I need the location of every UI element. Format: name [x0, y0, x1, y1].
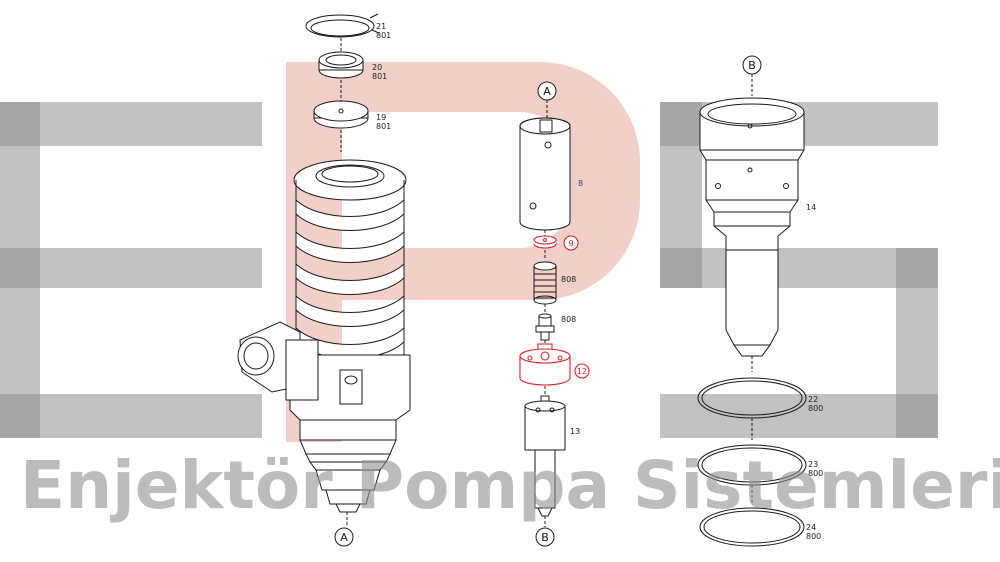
callout-a-top-letter: A: [543, 85, 551, 98]
label-part-21: 21 801: [376, 22, 391, 40]
callout-b-top: B: [742, 55, 762, 75]
side-connector: [237, 321, 319, 401]
part-13-nozzle: [524, 395, 566, 517]
part-24-number: 24: [806, 523, 816, 532]
callout-b-top-letter: B: [748, 59, 756, 72]
part-808-pin-number: 808: [561, 315, 576, 324]
part-8-cylinder: [519, 117, 571, 231]
part-20-number: 20: [372, 63, 382, 72]
label-part-23: 23 800: [808, 460, 823, 478]
label-part-22: 22 800: [808, 395, 823, 413]
part-19-code: 801: [376, 122, 391, 131]
part-14-number: 14: [806, 203, 816, 212]
callout-b-bottom: B: [535, 527, 555, 547]
label-part-19: 19 801: [376, 113, 391, 131]
part-808-pin: [535, 313, 555, 341]
part-23-code: 800: [808, 469, 823, 478]
part-19-plate: [313, 100, 369, 129]
part-14-sleeve: [699, 97, 805, 357]
part-22-number: 22: [808, 395, 818, 404]
part-22-code: 800: [808, 404, 823, 413]
part-21-code: 801: [376, 31, 391, 40]
label-part-24: 24 800: [806, 523, 821, 541]
center-parts-assembly: A: [519, 81, 590, 547]
part-12-number: 12: [577, 367, 587, 376]
right-parts-assembly: B: [697, 55, 807, 547]
watermark-tagline: Enjektör Pompa Sistemleri: [20, 447, 1000, 524]
callout-a-bottom: A: [334, 527, 354, 547]
label-part-20: 20 801: [372, 63, 387, 81]
callout-b-bottom-letter: B: [541, 531, 549, 544]
part-13-number: 13: [570, 427, 580, 436]
part-24-o-ring: [699, 507, 805, 547]
part-9-number: 9: [568, 239, 573, 248]
part-19-number: 19: [376, 113, 386, 122]
part-21-retaining-ring: [305, 13, 380, 38]
injector-body-assembly: [237, 13, 411, 527]
callout-a-top: A: [537, 81, 557, 101]
part-9-shim-highlighted: [533, 235, 579, 251]
part-808-spring-number: 808: [561, 275, 576, 284]
part-8-number: 8: [578, 179, 583, 188]
part-23-number: 23: [808, 460, 818, 469]
part-12-spacer-highlighted: [519, 343, 590, 386]
part-21-number: 21: [376, 22, 386, 31]
part-20-code: 801: [372, 72, 387, 81]
part-24-code: 800: [806, 532, 821, 541]
callout-a-bottom-letter: A: [340, 531, 348, 544]
spring-coils: [295, 180, 405, 370]
part-20-seal: [318, 51, 364, 79]
